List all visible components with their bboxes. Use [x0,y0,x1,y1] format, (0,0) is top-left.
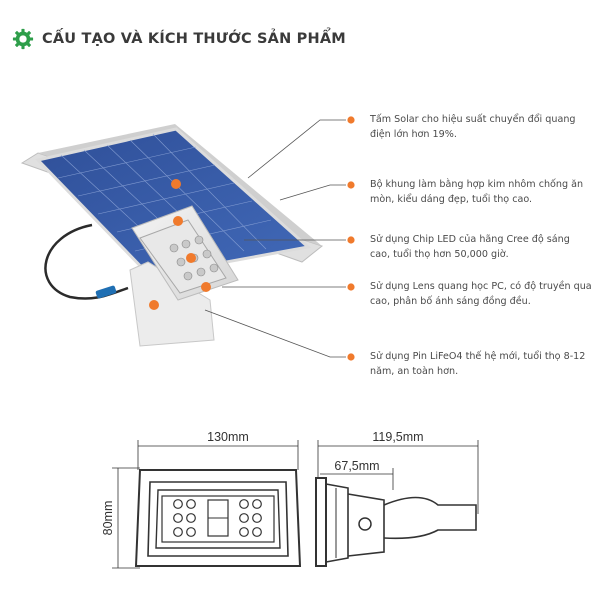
front-view-drawing [112,440,302,569]
section-header: CẤU TẠO VÀ KÍCH THƯỚC SẢN PHẨM [12,26,346,52]
text-markers [347,116,355,361]
depth-dimension-label: 119,5mm [372,430,423,444]
feature-solar-panel: Tấm Solar cho hiệu suất chuyển đổi quang… [370,114,576,140]
gear-icon [12,28,34,50]
width-dimension-label: 130mm [207,430,249,444]
leader-lines [204,119,346,358]
feature-pc-lens: Sử dụng Lens quang học PC, có độ truyền … [370,281,592,307]
side-view-drawing [315,440,479,567]
feature-cree-led: Sử dụng Chip LED của hãng Cree độ sáng c… [370,234,570,260]
section-title: CẤU TẠO VÀ KÍCH THƯỚC SẢN PHẨM [42,31,346,47]
feature-aluminum-frame: Bộ khung làm bằng hợp kim nhôm chống ăn … [370,179,584,205]
cable-connector [95,285,117,299]
feature-markers [149,179,211,310]
feature-lifepo4-battery: Sử dụng Pin LiFeO4 thế hệ mới, tuổi thọ … [370,351,586,377]
floodlight-body [129,205,239,347]
body-depth-dimension-label: 67,5mm [334,459,379,473]
height-dimension-label: 80mm [101,501,115,536]
